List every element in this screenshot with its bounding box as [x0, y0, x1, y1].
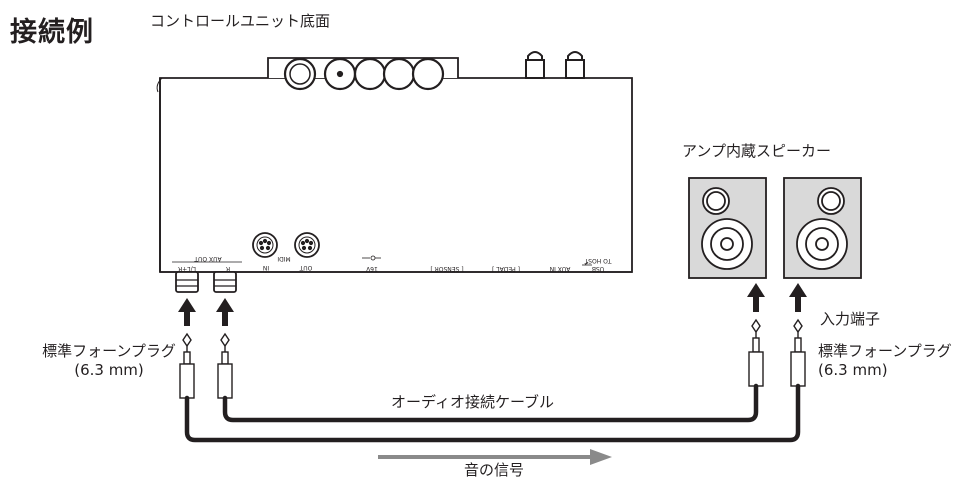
label-midi: MIDI	[277, 255, 291, 262]
plug-label-left-size: (6.3 mm)	[74, 361, 144, 379]
audio-cables	[184, 383, 801, 443]
plug-label-right: 標準フォーンプラグ (6.3 mm)	[818, 342, 974, 380]
phone-plug-left-2	[217, 332, 233, 399]
plug-label-right-name: 標準フォーンプラグ	[818, 342, 952, 360]
speaker-left	[688, 177, 767, 279]
knob-4	[382, 57, 416, 91]
label-aux-out: AUX OUT	[194, 255, 222, 262]
signal-label: 音の信号	[464, 461, 525, 479]
plug-label-left-name: 標準フォーンプラグ	[42, 342, 176, 360]
unit-caption: コントロールユニット底面	[150, 12, 331, 30]
page-heading: 接続例	[10, 17, 94, 48]
plug-label-right-size: (6.3 mm)	[818, 361, 888, 379]
insert-arrows-speakers	[747, 283, 807, 312]
arrow-up-right-1	[747, 283, 765, 312]
arrow-up-left-2	[216, 298, 234, 326]
label-midi-out: OUT	[299, 264, 312, 271]
label-midi-in: IN	[263, 264, 269, 271]
speaker-right	[783, 177, 862, 279]
top-buttons	[525, 51, 585, 79]
label-l-lr: L/L+R	[178, 265, 196, 272]
speaker-caption: アンプ内蔵スピーカー	[682, 142, 831, 160]
cable-outer	[184, 383, 801, 443]
cable-inner	[222, 383, 759, 423]
cable-label: オーディオ接続ケーブル	[391, 393, 555, 411]
label-dc-in: 16V	[365, 265, 378, 272]
phone-plug-right-2	[790, 318, 806, 387]
signal-flow-arrow	[378, 449, 612, 465]
knob-5	[411, 57, 445, 91]
label-r: R	[226, 265, 230, 272]
panel-labels: AUX OUT L/L+R R MIDI IN OUT 16V [ SENSOR…	[172, 255, 613, 272]
label-usb: USB	[592, 265, 604, 272]
phone-plug-right-1	[748, 318, 764, 387]
knob-3	[353, 57, 387, 91]
insert-arrows-unit	[178, 298, 234, 326]
aux-out-jacks	[175, 271, 237, 293]
label-aux-in: AUX IN	[550, 265, 571, 272]
aux-out-r-jack	[213, 271, 237, 293]
label-sensor: [ SENSOR ]	[430, 265, 463, 272]
label-to-host: TO HOST	[584, 257, 612, 264]
midi-ports	[252, 232, 320, 258]
label-pedal: [ PEDAL ]	[492, 265, 520, 272]
plug-label-left: 標準フォーンプラグ (6.3 mm)	[34, 342, 184, 380]
control-knobs	[283, 57, 445, 91]
aux-out-l-jack	[175, 271, 199, 293]
arrow-up-left-1	[178, 298, 196, 326]
control-unit	[156, 57, 633, 273]
phone-plug-left-1	[179, 332, 195, 399]
arrow-up-right-2	[789, 283, 807, 312]
usb-symbol-icon	[582, 261, 592, 266]
input-jack-label: 入力端子	[820, 310, 881, 328]
dc-symbol-icon	[362, 255, 381, 261]
